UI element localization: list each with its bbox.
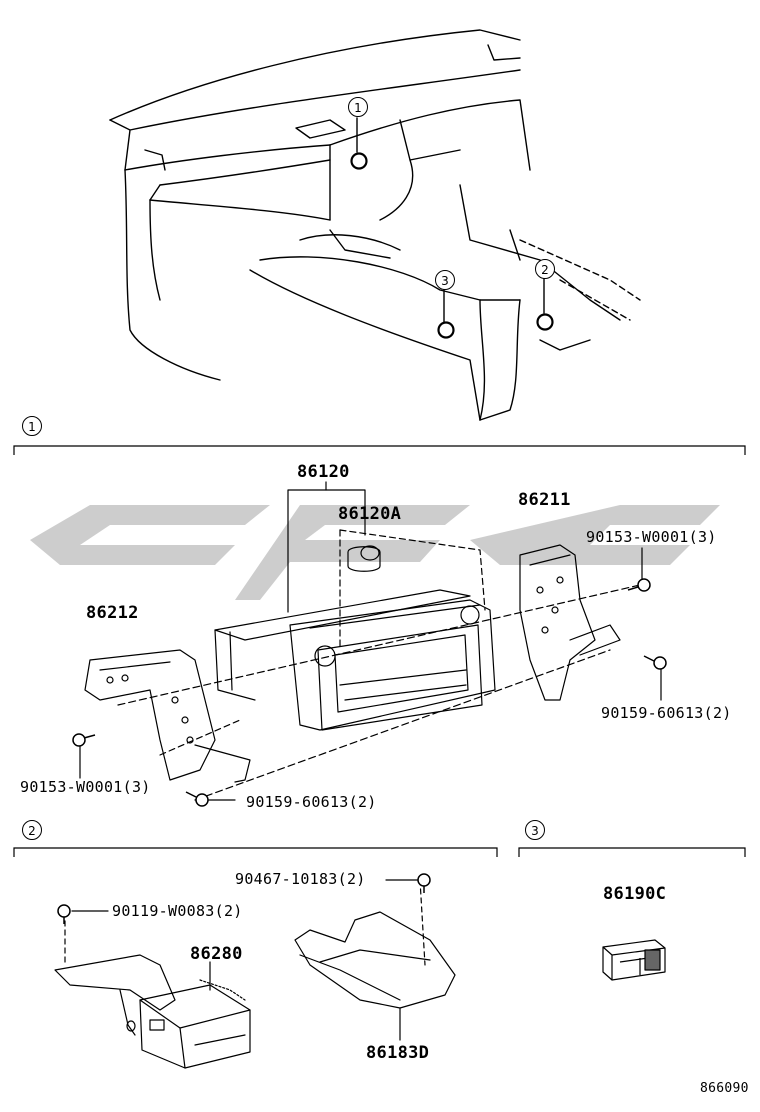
part-label-86183D: 86183D [366,1043,430,1063]
part-label-90159-right: 90159-60613(2) [601,704,732,722]
part-label-90153-right: 90153-W0001(3) [586,528,717,546]
part-label-90467: 90467-10183(2) [235,870,366,888]
location-markers [350,152,554,339]
bolt-icon [627,578,651,592]
part-label-86120A: 86120A [338,504,402,524]
bolt-icon [72,733,96,747]
section-2-callout: 2 [22,820,42,840]
diagram-code: 866090 [700,1081,749,1096]
bolt-icons-s2 [57,873,431,924]
part-label-86190C: 86190C [603,884,667,904]
part-label-90119: 90119-W0083(2) [112,902,243,920]
part-label-90159-left: 90159-60613(2) [246,793,377,811]
dashboard-overview [109,29,641,421]
screw-icon [57,904,71,924]
bolt-icon [185,791,209,807]
screw-icon [417,873,431,893]
part-label-86120: 86120 [297,462,350,482]
part-label-90153-left: 90153-W0001(3) [20,778,151,796]
section-1-callout: 1 [22,416,42,436]
section3-drawing [602,939,666,981]
bolt-icon [643,655,667,670]
section-3-callout: 3 [525,820,545,840]
overview-callout-2: 2 [535,259,555,279]
watermark-logo [30,505,720,600]
part-label-86211: 86211 [518,490,571,510]
overview-callout-3: 3 [435,270,455,290]
section2-drawing [54,879,456,1069]
radio-assembly-drawing [79,481,662,801]
section-frames [13,445,746,857]
part-label-86212: 86212 [86,603,139,623]
bolt-icons-s1 [72,578,667,807]
overview-callout-1: 1 [348,97,368,117]
part-label-86280: 86280 [190,944,243,964]
